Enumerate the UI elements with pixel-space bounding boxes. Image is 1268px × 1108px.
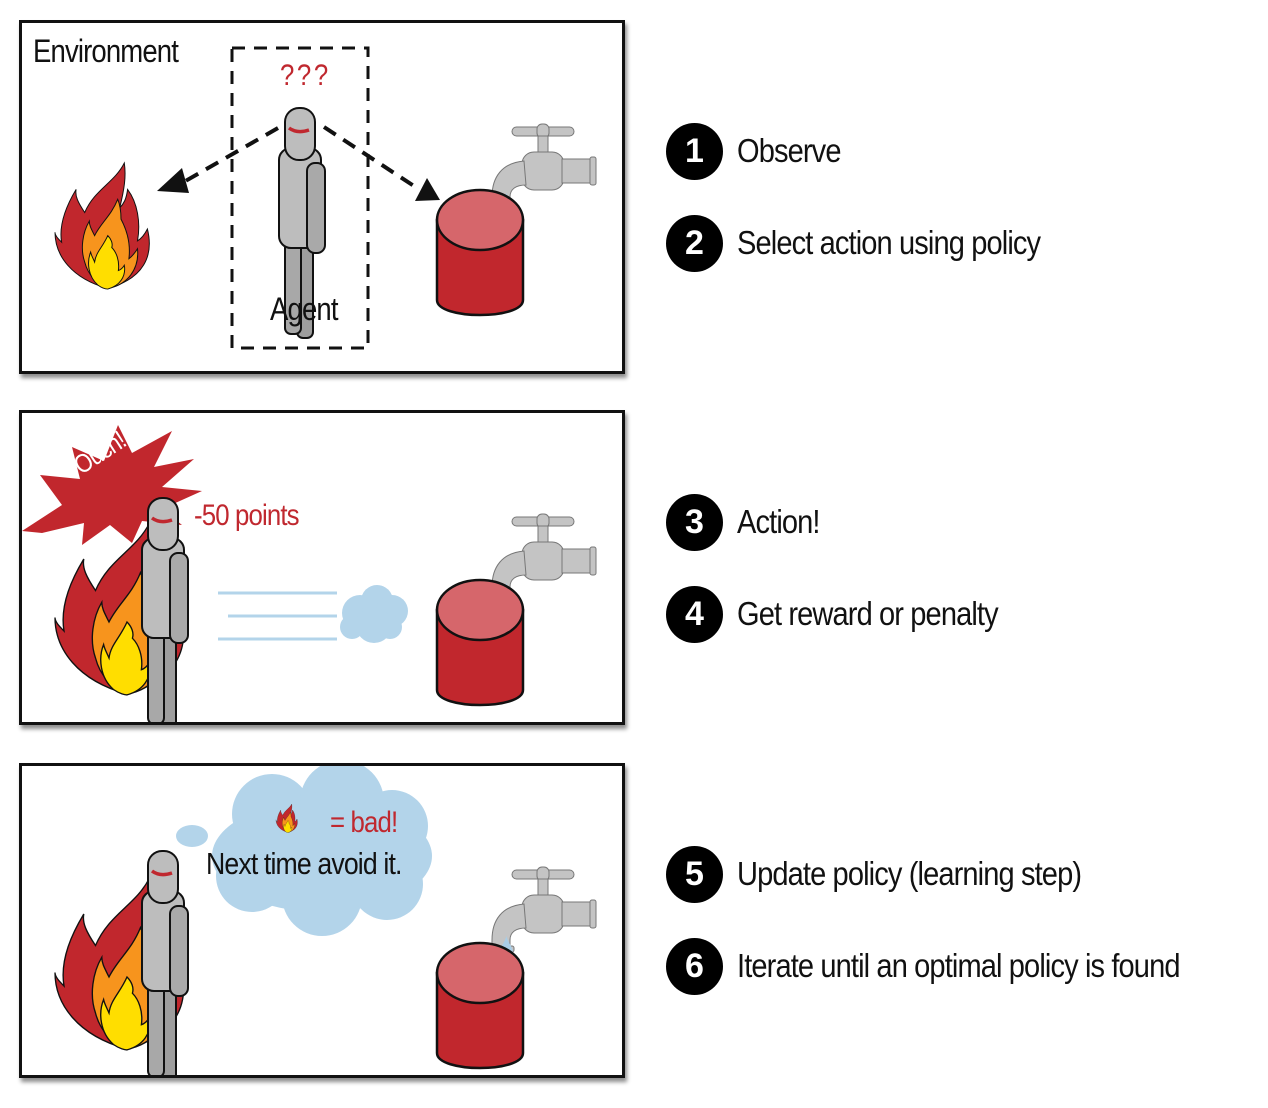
agent-figure [140,849,190,1075]
bucket-icon [435,188,525,317]
lesson-text: Next time avoid it. [206,846,402,881]
step-label: Select action using policy [737,224,1041,261]
agent-label: Agent [270,291,338,327]
step-6: 6 Iterate until an optimal policy is fou… [666,937,1240,995]
step-2: 2 Select action using policy [666,214,1082,272]
action-panel: Ouch! -50 points [19,410,625,725]
smoke-puff-icon [340,585,408,643]
step-label: Iterate until an optimal policy is found [737,947,1181,984]
step-3: 3 Action! [666,493,831,551]
bucket-icon [435,578,525,707]
bucket-icon [435,941,525,1070]
step-number-badge: 2 [666,214,723,272]
learn-scene [54,766,597,1075]
step-label: Observe [737,132,841,169]
agent-figure [140,496,190,722]
bad-label: = bad! [330,806,398,839]
environment-label: Environment [33,33,179,69]
step-label: Update policy (learning step) [737,855,1082,892]
action-scene [22,425,597,722]
step-4: 4 Get reward or penalty [666,585,1033,643]
step-1: 1 Observe [666,122,855,180]
arrow-to-fire [181,126,279,185]
agent-thought: ??? [280,59,331,92]
reward-value: -50 points [194,499,300,532]
step-number-badge: 3 [666,493,723,551]
step-5: 5 Update policy (learning step) [666,845,1128,903]
fire-icon [54,162,150,290]
thought-cloud [176,766,432,936]
observe-panel: Environment ??? Agent [19,20,625,374]
step-number-badge: 6 [666,937,723,995]
step-label: Get reward or penalty [737,595,999,632]
arrowhead-fire-icon [157,168,189,193]
arrow-to-water [322,125,419,190]
step-number-badge: 5 [666,845,723,903]
step-number-badge: 1 [666,122,723,180]
learn-panel: = bad! Next time avoid it. [19,763,625,1078]
arrowhead-water-icon [415,178,440,201]
observe-scene [54,46,597,350]
step-label: Action! [737,503,821,540]
agent-boundary [230,46,370,350]
step-number-badge: 4 [666,585,723,643]
